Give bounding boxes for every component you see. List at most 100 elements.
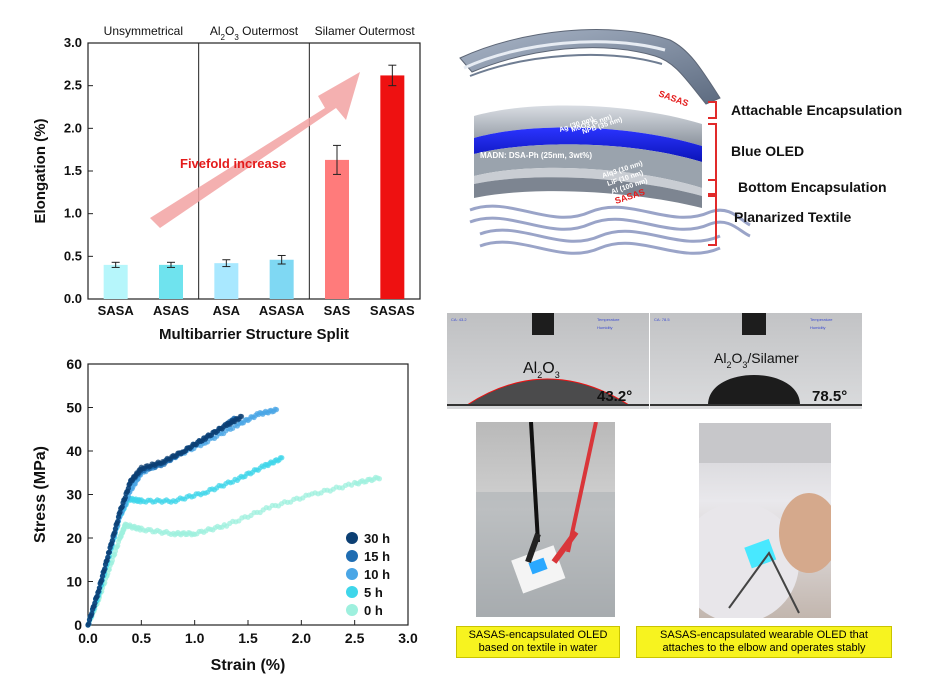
legend-label: 0 h xyxy=(364,603,383,618)
y-tick-label: 50 xyxy=(66,400,82,416)
x-tick-label: 2.5 xyxy=(345,630,365,646)
caption-water: SASAS-encapsulated OLED based on textile… xyxy=(456,626,620,658)
legend-label: 15 h xyxy=(364,549,390,564)
svg-text:CA: 43.2: CA: 43.2 xyxy=(451,317,467,322)
legend-label: 5 h xyxy=(364,585,383,600)
x-tick-label: ASASA xyxy=(259,303,305,318)
x-axis-label: Multibarrier Structure Split xyxy=(159,326,349,343)
data-point xyxy=(376,476,383,482)
x-tick-label: SAS xyxy=(324,303,351,318)
legend-marker xyxy=(346,586,358,598)
planarized-textile-label: Planarized Textile xyxy=(734,209,851,225)
x-tick-label: SASA xyxy=(98,303,135,318)
y-tick-label: 20 xyxy=(66,530,82,546)
svg-text:CA: 78.5: CA: 78.5 xyxy=(654,317,670,322)
al2o3-silamer-label: Al2O3/Silamer xyxy=(714,350,799,370)
data-point xyxy=(122,494,128,501)
contact-angle-al2o3-silamer: CA: 78.5 Temperature Humidity Al2O3/Sila… xyxy=(650,313,862,409)
madn-label: MADN: DSA-Ph (25nm, 3wt%) xyxy=(480,151,592,160)
bar-sasas xyxy=(380,75,405,299)
oled-on-elbow-photo xyxy=(699,423,831,618)
oled-layer-diagram: SASAS Ag (30 nm) MoO3 (5 nm) NPB (35 nm)… xyxy=(459,29,902,255)
caption-elbow: SASAS-encapsulated wearable OLED that at… xyxy=(636,626,892,658)
data-point xyxy=(109,537,115,544)
data-point xyxy=(105,554,111,560)
y-tick-label: 1.0 xyxy=(64,206,82,221)
annotation-text: Fivefold increase xyxy=(180,156,286,171)
y-tick-label: 0 xyxy=(74,617,82,633)
bottom-encapsulation-label: Bottom Encapsulation xyxy=(738,179,887,195)
data-point xyxy=(102,566,108,572)
legend-label: 30 h xyxy=(364,531,390,546)
series-5-h xyxy=(85,455,285,628)
x-tick-label: 1.5 xyxy=(238,630,258,646)
attachable-encapsulation-label: Attachable Encapsulation xyxy=(731,102,902,118)
caption-water-text: SASAS-encapsulated OLED based on textile… xyxy=(468,629,608,654)
bar-plot-frame xyxy=(87,42,421,300)
y-tick-label: 30 xyxy=(66,487,82,503)
y-tick-label: 1.5 xyxy=(64,163,82,178)
bar-asas xyxy=(159,264,183,299)
series-0-h xyxy=(85,474,383,628)
group-label: Unsymmetrical xyxy=(104,24,183,38)
data-point xyxy=(92,600,98,606)
bar-asa xyxy=(214,263,239,299)
svg-text:Humidity: Humidity xyxy=(810,325,826,330)
series-30-h xyxy=(85,413,245,628)
blue-oled-layer xyxy=(474,127,702,162)
legend-marker xyxy=(346,532,358,544)
x-tick-label: 0.0 xyxy=(78,630,98,646)
data-point xyxy=(279,455,285,461)
svg-text:Temperature: Temperature xyxy=(810,317,833,322)
x-tick-label: 2.0 xyxy=(292,630,312,646)
blue-oled-label: Blue OLED xyxy=(731,143,804,159)
x-tick-label: 1.0 xyxy=(185,630,205,646)
y-tick-label: 2.5 xyxy=(64,78,82,93)
y-tick-label: 40 xyxy=(66,443,82,459)
contact-angle-al2o3: CA: 43.2 Temperature Humidity Al2O3 43.2… xyxy=(447,313,649,409)
group-label: Al2O3 Outermost xyxy=(210,24,299,42)
y-tick-label: 0.5 xyxy=(64,248,82,263)
group-label: Silamer Outermost xyxy=(315,24,416,38)
x-tick-label: SASAS xyxy=(370,303,415,318)
data-point xyxy=(96,585,103,591)
legend-marker xyxy=(346,604,358,616)
stress-plot-frame xyxy=(87,363,409,626)
data-point xyxy=(89,610,95,617)
sasas-top-label: SASAS xyxy=(657,88,690,108)
legend-marker xyxy=(346,550,358,562)
oled-in-water-photo xyxy=(476,422,615,617)
data-point xyxy=(112,526,119,532)
data-point xyxy=(106,549,112,555)
y-axis-label: Elongation (%) xyxy=(32,119,49,224)
bar-sas xyxy=(325,159,349,299)
caption-elbow-text: SASAS-encapsulated wearable OLED that at… xyxy=(660,629,868,654)
data-point xyxy=(238,413,245,420)
legend-marker xyxy=(346,568,358,580)
al2o3-silamer-angle: 78.5° xyxy=(812,388,847,405)
oled-stack-grey xyxy=(474,105,702,146)
y-tick-label: 2.0 xyxy=(64,120,82,135)
elongation-bar-chart: Unsymmetrical Al2O3 Outermost Silamer Oute… xyxy=(32,24,421,343)
data-point xyxy=(86,621,92,627)
x-tick-label: ASA xyxy=(213,303,241,318)
stress-strain-chart: 0 10 20 30 40 50 60 0.0 0.5 1.0 1.5 2.0 2.5 3.0 30 h 15… xyxy=(32,356,418,674)
legend-label: 10 h xyxy=(364,567,390,582)
y-tick-label: 3.0 xyxy=(64,35,82,50)
y-tick-label: 60 xyxy=(66,356,82,372)
bar-sasa xyxy=(103,264,128,299)
x-axis-label: Strain (%) xyxy=(211,657,286,674)
data-point xyxy=(99,573,106,579)
svg-text:Temperature: Temperature xyxy=(597,317,620,322)
y-tick-label: 10 xyxy=(66,574,82,590)
svg-text:Humidity: Humidity xyxy=(597,325,613,330)
x-tick-label: ASAS xyxy=(153,303,189,318)
series-15-h xyxy=(85,415,238,628)
al2o3-angle: 43.2° xyxy=(597,388,632,405)
y-axis-label: Stress (MPa) xyxy=(32,446,49,543)
x-tick-label: 3.0 xyxy=(398,630,418,646)
al2o3-label: Al2O3 xyxy=(523,360,560,380)
x-tick-label: 0.5 xyxy=(132,630,152,646)
data-point xyxy=(99,577,105,583)
increase-arrow xyxy=(150,72,360,228)
